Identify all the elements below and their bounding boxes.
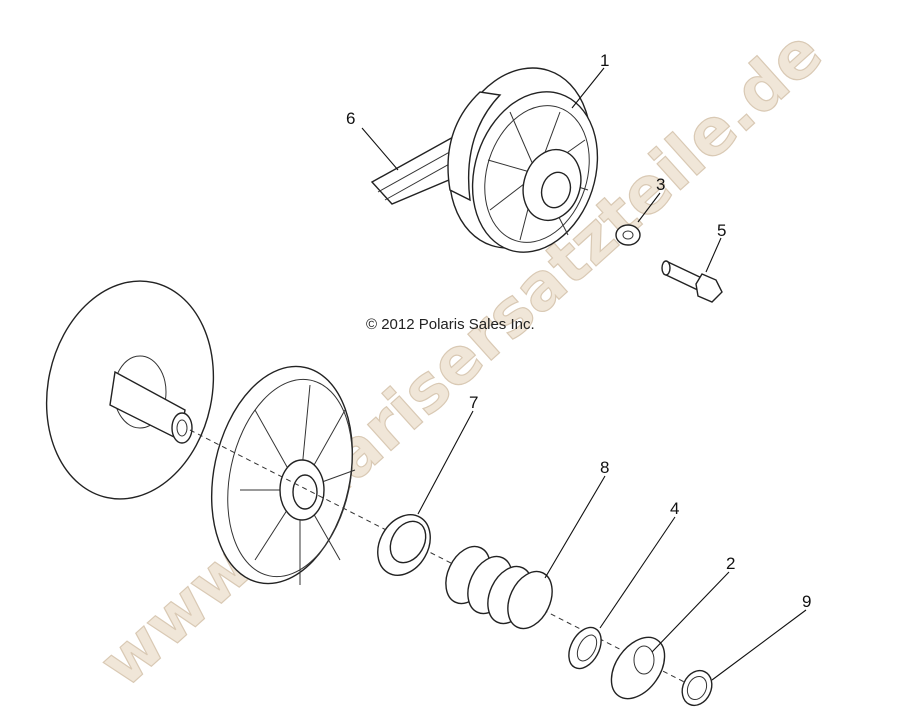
- leader-lines: [361, 67, 807, 681]
- copyright-text: © 2012 Polaris Sales Inc.: [366, 316, 535, 333]
- callout-7: 7: [469, 393, 478, 412]
- bolt: [661, 260, 723, 303]
- snap-ring: [681, 669, 713, 707]
- shaft-axis: [189, 429, 701, 691]
- washer: [615, 224, 641, 246]
- callout-4: 4: [670, 499, 679, 518]
- movable-sheave: [210, 365, 356, 585]
- callout-2: 2: [726, 554, 735, 573]
- driven-clutch: [447, 67, 599, 253]
- fixed-sheave: [45, 280, 215, 500]
- callout-3: 3: [656, 175, 665, 194]
- spring-cup: [610, 636, 666, 700]
- callout-6: 6: [346, 109, 355, 128]
- callout-9: 9: [802, 592, 811, 611]
- callout-8: 8: [600, 458, 609, 477]
- callout-5: 5: [717, 221, 726, 240]
- spring-seat: [568, 626, 602, 670]
- spring: [445, 545, 553, 630]
- callout-1: 1: [600, 51, 609, 70]
- seal: [377, 514, 431, 576]
